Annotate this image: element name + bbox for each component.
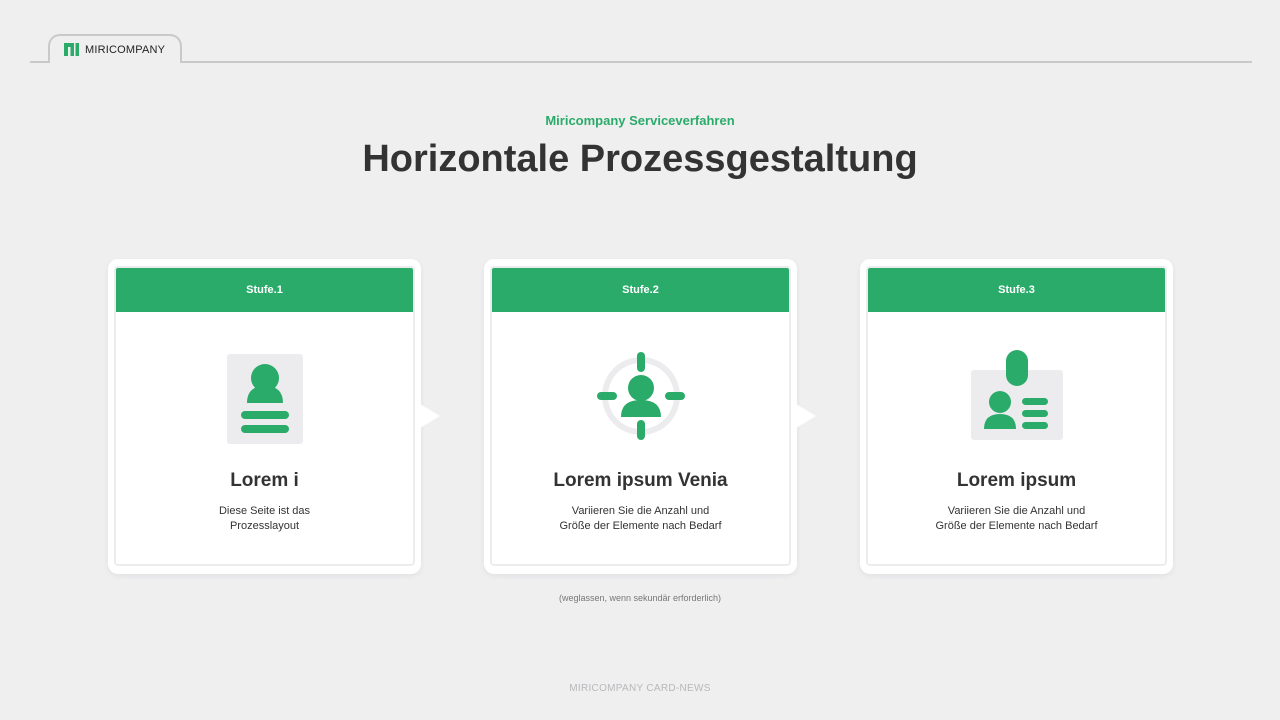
id-badge-icon: [970, 350, 1063, 440]
footer-text: MIRICOMPANY CARD-NEWS: [569, 683, 711, 694]
page-subtitle: Miricompany Serviceverfahren: [545, 113, 735, 128]
miricompany-logo-icon: [64, 43, 79, 56]
step-description: Variieren Sie die Anzahl und Größe der E…: [935, 505, 1098, 532]
step-title: Lorem i: [230, 470, 299, 491]
step-card-2: Stufe.2 Lorem ipsum Venia Variieren Sie …: [484, 259, 797, 574]
step-title: Lorem ipsum Venia: [553, 470, 728, 491]
footnote: (weglassen, wenn sekundär erforderlich): [558, 593, 722, 603]
step-description: Diese Seite ist das Prozesslayout: [218, 505, 311, 532]
profile-document-icon: [226, 354, 303, 444]
step-card-1: Stufe.1 Lorem i Diese Seite ist das Proz…: [108, 259, 421, 574]
step-arrow-1: [420, 404, 440, 428]
step-title: Lorem ipsum: [956, 470, 1077, 491]
target-user-icon: [596, 352, 685, 440]
brand-tab[interactable]: MIRICOMPANY: [48, 34, 182, 63]
step-card-3: Stufe.3 Lorem ipsum Variieren Sie die An…: [860, 259, 1173, 574]
step-description: Variieren Sie die Anzahl und Größe der E…: [559, 505, 722, 532]
header-divider: [30, 61, 1252, 63]
step-arrow-2: [796, 404, 816, 428]
brand-name: MIRICOMPANY: [85, 43, 166, 56]
step-label: Stufe.1: [116, 268, 413, 312]
step-label: Stufe.2: [492, 268, 789, 312]
step-card-inner: Stufe.1 Lorem i Diese Seite ist das Proz…: [114, 266, 415, 566]
page-title: Horizontale Prozessgestaltung: [362, 138, 918, 180]
step-label: Stufe.3: [868, 268, 1165, 312]
step-card-inner: Stufe.2 Lorem ipsum Venia Variieren Sie …: [490, 266, 791, 566]
step-card-inner: Stufe.3 Lorem ipsum Variieren Sie die An…: [866, 266, 1167, 566]
